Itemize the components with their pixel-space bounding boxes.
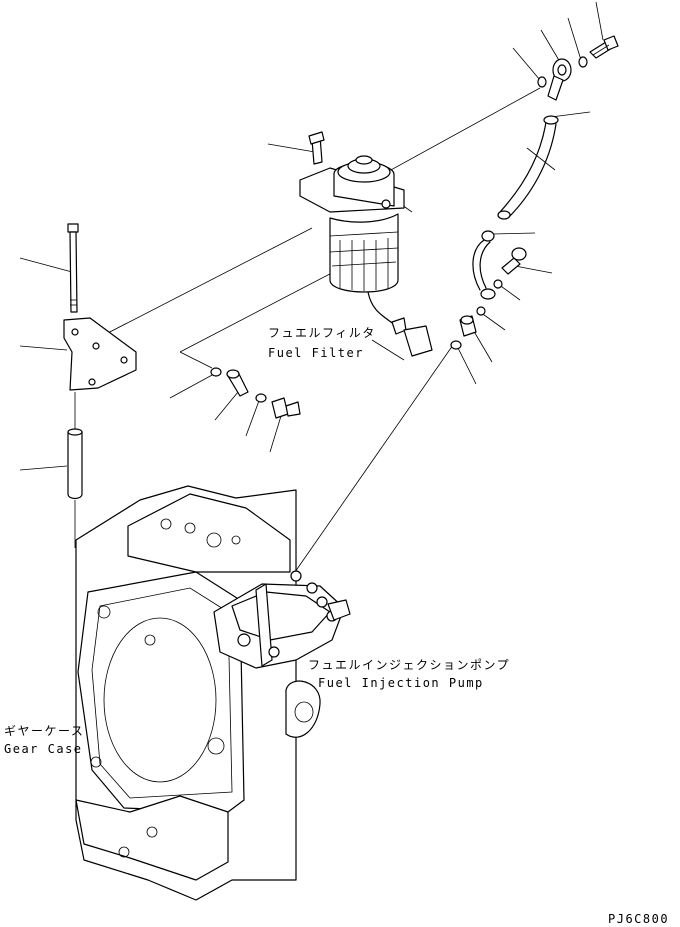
long-bolt bbox=[67, 223, 79, 313]
fuel-hose-upper bbox=[497, 115, 559, 220]
washer bbox=[255, 393, 267, 403]
filter-bolt bbox=[308, 131, 325, 165]
banjo-bolt bbox=[589, 35, 619, 59]
injection-pump-label-jp: フュエルインジェクションポンプ bbox=[308, 658, 511, 672]
banjo-bolt-lower bbox=[501, 247, 527, 275]
connector-fitting bbox=[459, 315, 477, 337]
drawing-code: PJ6C800 bbox=[608, 912, 670, 926]
engine-gear-case bbox=[75, 485, 321, 901]
injection-pump-label-en: Fuel Injection Pump bbox=[318, 676, 484, 690]
gear-case-label-en: Gear Case bbox=[4, 742, 83, 756]
spacer-collar bbox=[67, 428, 83, 500]
washer bbox=[476, 306, 486, 316]
filter-bracket bbox=[63, 317, 137, 391]
fuel-pipe bbox=[472, 239, 496, 300]
fuel-filter-label-en: Fuel Filter bbox=[268, 346, 364, 360]
fuel-filter bbox=[299, 155, 433, 357]
hose-clamp bbox=[481, 230, 495, 242]
washer bbox=[537, 76, 547, 88]
washer bbox=[450, 340, 462, 350]
collar bbox=[226, 369, 249, 397]
leader-lines bbox=[19, 1, 604, 573]
hex-bolt-mid bbox=[271, 397, 301, 419]
fuel-injection-pump bbox=[213, 570, 351, 669]
eye-joint bbox=[547, 58, 572, 101]
washer bbox=[210, 367, 222, 377]
washer bbox=[578, 56, 588, 68]
fuel-filter-label-jp: フュエルフィルタ bbox=[268, 326, 376, 340]
washer bbox=[493, 279, 503, 289]
gear-case-label-jp: ギヤーケース bbox=[4, 724, 85, 738]
